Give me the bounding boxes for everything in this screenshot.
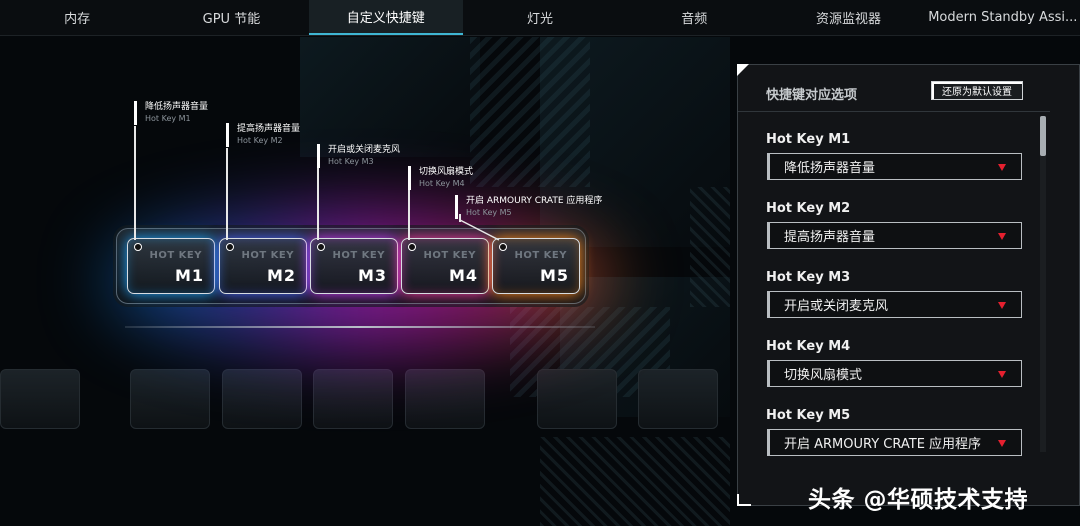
hotkey-m3-label: Hot Key M3 bbox=[766, 270, 851, 285]
hotkey-m4-label: Hot Key M4 bbox=[766, 339, 851, 354]
hotkey-m3-callout: 开启或关闭麦克风 Hot Key M3 bbox=[317, 144, 400, 168]
leader-line-diagonal bbox=[459, 219, 500, 241]
hotkey-name: M5 bbox=[539, 266, 569, 285]
panel-scrollbar-thumb[interactable] bbox=[1040, 116, 1046, 156]
hotkey-anchor-dot bbox=[408, 243, 416, 251]
dropdown-arrow-icon bbox=[998, 164, 1006, 171]
leader-line bbox=[134, 126, 136, 240]
callout-key: Hot Key M4 bbox=[419, 179, 465, 188]
hotkey-m5-key[interactable]: HOT KEY M5 bbox=[492, 238, 580, 294]
keyboard-keycap bbox=[405, 369, 485, 429]
keyboard-keycap bbox=[537, 369, 617, 429]
hotkey-m5-select[interactable]: 开启 ARMOURY CRATE 应用程序 bbox=[767, 429, 1022, 456]
callout-action: 提高扬声器音量 bbox=[237, 124, 301, 134]
dropdown-arrow-icon bbox=[998, 440, 1006, 447]
hotkey-m4-key[interactable]: HOT KEY M4 bbox=[401, 238, 489, 294]
hotkey-caption: HOT KEY bbox=[241, 250, 294, 261]
select-value: 提高扬声器音量 bbox=[784, 230, 876, 245]
callout-key: Hot Key M1 bbox=[145, 114, 191, 123]
hotkey-m4-select[interactable]: 切换风扇模式 bbox=[767, 360, 1022, 387]
hotkey-caption: HOT KEY bbox=[423, 250, 476, 261]
reset-defaults-button[interactable]: 还原为默认设置 bbox=[931, 81, 1023, 100]
hotkey-anchor-dot bbox=[317, 243, 325, 251]
hotkey-anchor-dot bbox=[499, 243, 507, 251]
callout-action: 开启 ARMOURY CRATE 应用程序 bbox=[466, 196, 603, 206]
hotkey-m2-key[interactable]: HOT KEY M2 bbox=[219, 238, 307, 294]
hotkey-name: M3 bbox=[357, 266, 387, 285]
hotkey-m3-key[interactable]: HOT KEY M3 bbox=[310, 238, 398, 294]
hotkey-m2-label: Hot Key M2 bbox=[766, 201, 851, 216]
keyboard-keycap bbox=[130, 369, 210, 429]
hotkey-m5-label: Hot Key M5 bbox=[766, 408, 851, 423]
bg-chevrons bbox=[690, 187, 730, 307]
callout-action: 切换风扇模式 bbox=[419, 167, 474, 177]
tab-memory[interactable]: 内存 bbox=[64, 12, 91, 27]
tab-gpu-power-saving[interactable]: GPU 节能 bbox=[202, 12, 261, 27]
hotkey-m1-select[interactable]: 降低扬声器音量 bbox=[767, 153, 1022, 180]
hotkey-caption: HOT KEY bbox=[514, 250, 567, 261]
panel-scrollbar[interactable] bbox=[1040, 116, 1046, 452]
panel-divider bbox=[738, 111, 1050, 112]
tab-resource-monitor[interactable]: 资源监视器 bbox=[816, 12, 882, 27]
hotkey-m1-callout: 降低扬声器音量 Hot Key M1 bbox=[134, 101, 208, 125]
select-value: 开启或关闭麦克风 bbox=[784, 299, 889, 314]
hotkey-m2-callout: 提高扬声器音量 Hot Key M2 bbox=[226, 123, 300, 147]
panel-title: 快捷键对应选项 bbox=[766, 88, 858, 103]
callout-key: Hot Key M3 bbox=[328, 157, 374, 166]
keyboard-keycap bbox=[0, 369, 80, 429]
hotkey-caption: HOT KEY bbox=[149, 250, 202, 261]
tab-bar: 内存 GPU 节能 自定义快捷键 灯光 音频 资源监视器 Modern Stan… bbox=[0, 0, 1080, 36]
watermark: 头条 @华硕技术支持 bbox=[808, 487, 1029, 513]
dropdown-arrow-icon bbox=[998, 233, 1006, 240]
hotkey-m1-label: Hot Key M1 bbox=[766, 132, 851, 147]
keyboard-keycap bbox=[222, 369, 302, 429]
hotkey-m4-callout: 切换风扇模式 Hot Key M4 bbox=[408, 166, 473, 190]
callout-action: 降低扬声器音量 bbox=[145, 102, 209, 112]
hotkey-caption: HOT KEY bbox=[332, 250, 385, 261]
callout-key: Hot Key M2 bbox=[237, 136, 283, 145]
panel-corner-accent bbox=[737, 494, 751, 506]
hotkey-m1-key[interactable]: HOT KEY M1 bbox=[127, 238, 215, 294]
tab-audio[interactable]: 音频 bbox=[681, 12, 708, 27]
bg-panel-shape bbox=[540, 37, 730, 247]
leader-line bbox=[459, 214, 461, 222]
tab-custom-hotkeys[interactable]: 自定义快捷键 bbox=[308, 0, 463, 35]
keyboard-keycap bbox=[313, 369, 393, 429]
hotkey-anchor-dot bbox=[226, 243, 234, 251]
bg-stripes bbox=[470, 37, 590, 187]
bg-chevrons bbox=[540, 437, 730, 526]
dropdown-arrow-icon bbox=[998, 302, 1006, 309]
select-value: 切换风扇模式 bbox=[784, 368, 863, 383]
leader-line bbox=[317, 168, 319, 240]
leader-line bbox=[408, 190, 410, 240]
tab-lighting[interactable]: 灯光 bbox=[526, 12, 553, 27]
hotkey-bar-underline bbox=[125, 326, 595, 328]
panel-corner-accent bbox=[737, 64, 749, 76]
hotkey-name: M4 bbox=[448, 266, 478, 285]
tab-modern-standby[interactable]: Modern Standby Assi... bbox=[928, 10, 1078, 25]
select-value: 开启 ARMOURY CRATE 应用程序 bbox=[784, 437, 982, 452]
hotkey-name: M2 bbox=[266, 266, 296, 285]
select-value: 降低扬声器音量 bbox=[784, 161, 876, 176]
callout-key: Hot Key M5 bbox=[466, 208, 512, 217]
leader-line bbox=[226, 148, 228, 240]
hotkey-name: M1 bbox=[174, 266, 204, 285]
hotkey-m3-select[interactable]: 开启或关闭麦克风 bbox=[767, 291, 1022, 318]
keyboard-keycap bbox=[638, 369, 718, 429]
hotkey-m5-callout: 开启 ARMOURY CRATE 应用程序 Hot Key M5 bbox=[455, 195, 602, 219]
dropdown-arrow-icon bbox=[998, 371, 1006, 378]
hotkey-m2-select[interactable]: 提高扬声器音量 bbox=[767, 222, 1022, 249]
callout-action: 开启或关闭麦克风 bbox=[328, 145, 401, 155]
bg-panel-shape bbox=[300, 37, 480, 157]
hotkey-anchor-dot bbox=[134, 243, 142, 251]
